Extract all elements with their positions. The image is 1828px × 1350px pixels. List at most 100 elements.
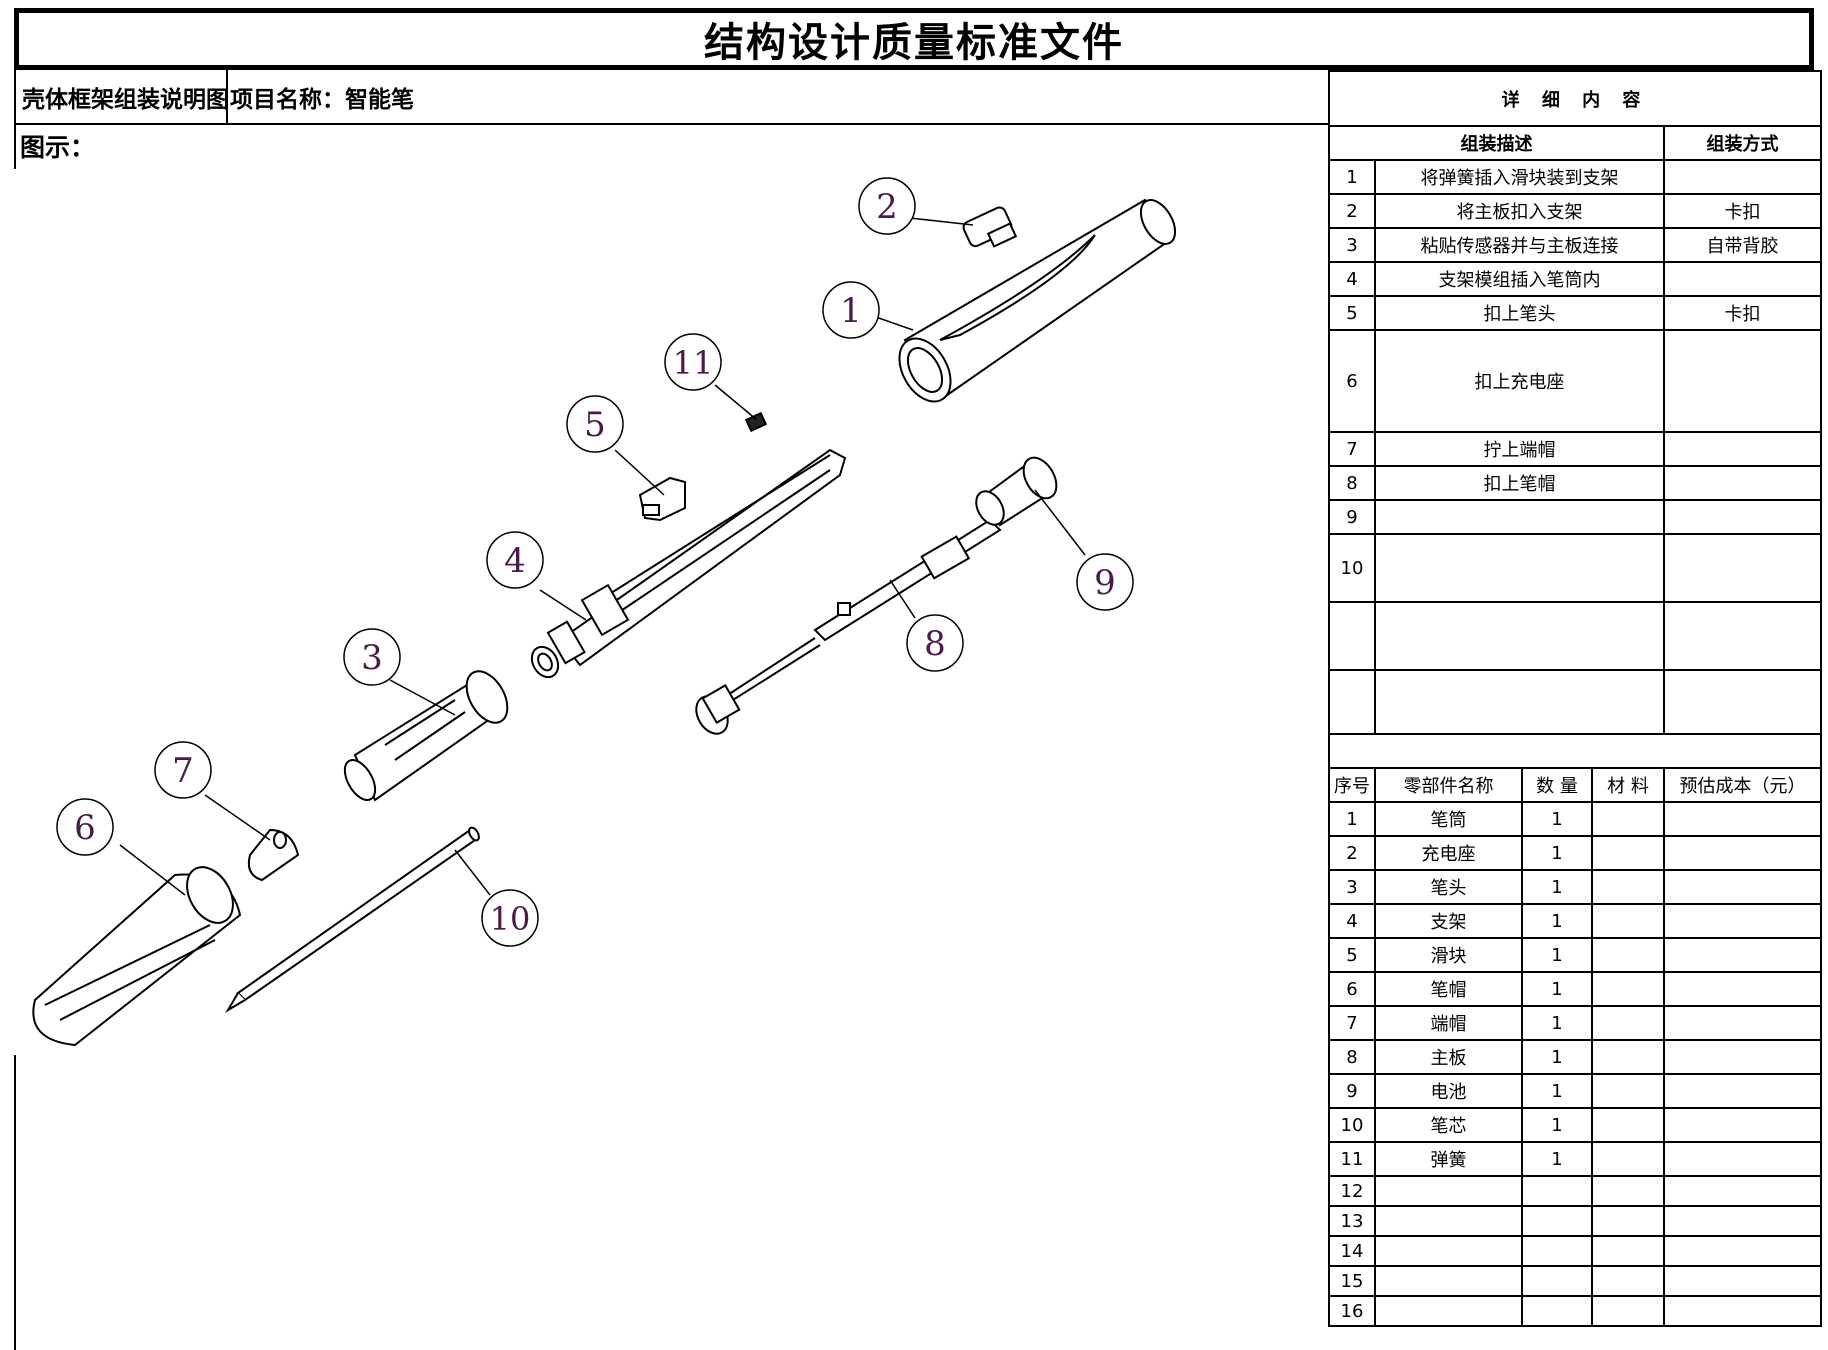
step-method [1662, 465, 1823, 501]
part-no: 7 [1328, 1005, 1376, 1041]
end-cap-part [247, 828, 300, 882]
slider-part [638, 476, 686, 522]
blank-cell [1374, 601, 1665, 671]
part-qty: 1 [1521, 903, 1593, 939]
part-no: 11 [1328, 1141, 1376, 1177]
part-material [1591, 1141, 1665, 1177]
part-cost [1662, 971, 1823, 1007]
callout-1: 1 [822, 281, 880, 339]
part-qty: 1 [1521, 1039, 1593, 1075]
blank-cell [1328, 601, 1376, 671]
part-name [1374, 1175, 1523, 1207]
step-method [1662, 499, 1823, 535]
part-name: 笔筒 [1374, 801, 1523, 837]
part-qty [1521, 1235, 1593, 1267]
part-name: 笔芯 [1374, 1107, 1523, 1143]
part-material [1591, 801, 1665, 837]
part-cost [1662, 1235, 1823, 1267]
part-material [1591, 1005, 1665, 1041]
callout-2: 2 [858, 177, 916, 235]
svg-text:2: 2 [876, 187, 898, 227]
spacer-row [1327, 733, 1823, 769]
part-no: 16 [1328, 1295, 1376, 1327]
assembly-step-row: 9 [1328, 499, 1823, 535]
part-material [1591, 835, 1665, 871]
part-qty: 1 [1521, 1141, 1593, 1177]
step-method: 卡扣 [1662, 295, 1823, 331]
step-description [1374, 533, 1665, 603]
part-row: 12 [1328, 1175, 1823, 1207]
part-material [1591, 869, 1665, 905]
step-method: 卡扣 [1662, 193, 1823, 229]
part-no: 6 [1328, 971, 1376, 1007]
part-material [1591, 937, 1665, 973]
part-material [1591, 1235, 1665, 1267]
part-cost [1662, 1265, 1823, 1297]
part-material [1591, 1295, 1665, 1327]
leader-lines [119, 217, 1086, 896]
header-divider [226, 70, 228, 123]
step-description: 将弹簧插入滑块装到支架 [1374, 159, 1665, 195]
svg-text:1: 1 [840, 291, 862, 331]
svg-text:7: 7 [172, 751, 194, 791]
step-method [1662, 533, 1823, 603]
part-name: 充电座 [1374, 835, 1523, 871]
part-material [1591, 1107, 1665, 1143]
part-cost [1662, 1175, 1823, 1207]
assembly-blank-row [1328, 601, 1823, 671]
callout-9: 9 [1076, 553, 1134, 611]
step-number: 6 [1328, 329, 1376, 433]
part-qty: 1 [1521, 835, 1593, 871]
part-cost [1662, 835, 1823, 871]
part-no: 14 [1328, 1235, 1376, 1267]
part-qty [1521, 1175, 1593, 1207]
detail-heading: 详 细 内 容 [1327, 70, 1823, 127]
part-row: 16 [1328, 1295, 1823, 1327]
drawing-name: 壳体框架组装说明图 [22, 86, 229, 113]
part-cost [1662, 1073, 1823, 1109]
step-description: 支架模组插入笔筒内 [1374, 261, 1665, 297]
part-no: 4 [1328, 903, 1376, 939]
svg-text:6: 6 [74, 808, 96, 848]
project-name: 项目名称：智能笔 [230, 86, 414, 113]
part-material [1591, 1073, 1665, 1109]
part-name [1374, 1265, 1523, 1297]
step-number: 7 [1328, 431, 1376, 467]
blank-cell [1328, 669, 1376, 735]
part-name: 笔帽 [1374, 971, 1523, 1007]
part-material [1591, 971, 1665, 1007]
svg-text:11: 11 [673, 344, 714, 382]
parts-header-material: 材 料 [1591, 767, 1665, 803]
part-no: 12 [1328, 1175, 1376, 1207]
part-cost [1662, 1005, 1823, 1041]
parts-header-cost: 预估成本（元） [1662, 767, 1823, 803]
part-row: 13 [1328, 1205, 1823, 1237]
part-no: 9 [1328, 1073, 1376, 1109]
pen-barrel-part [898, 198, 1177, 403]
part-no: 15 [1328, 1265, 1376, 1297]
part-cost [1662, 1141, 1823, 1177]
step-number: 4 [1328, 261, 1376, 297]
left-rule-bottom [14, 1055, 16, 1350]
callout-7: 7 [154, 741, 212, 799]
parts-header-qty: 数 量 [1521, 767, 1593, 803]
part-cost [1662, 1205, 1823, 1237]
blank-cell [1662, 669, 1823, 735]
bracket-part [530, 448, 847, 679]
part-qty: 1 [1521, 801, 1593, 837]
part-qty [1521, 1205, 1593, 1237]
part-no: 2 [1328, 835, 1376, 871]
svg-text:9: 9 [1094, 563, 1116, 603]
assembly-method-header: 组装方式 [1662, 125, 1823, 161]
callout-8: 8 [906, 614, 964, 672]
